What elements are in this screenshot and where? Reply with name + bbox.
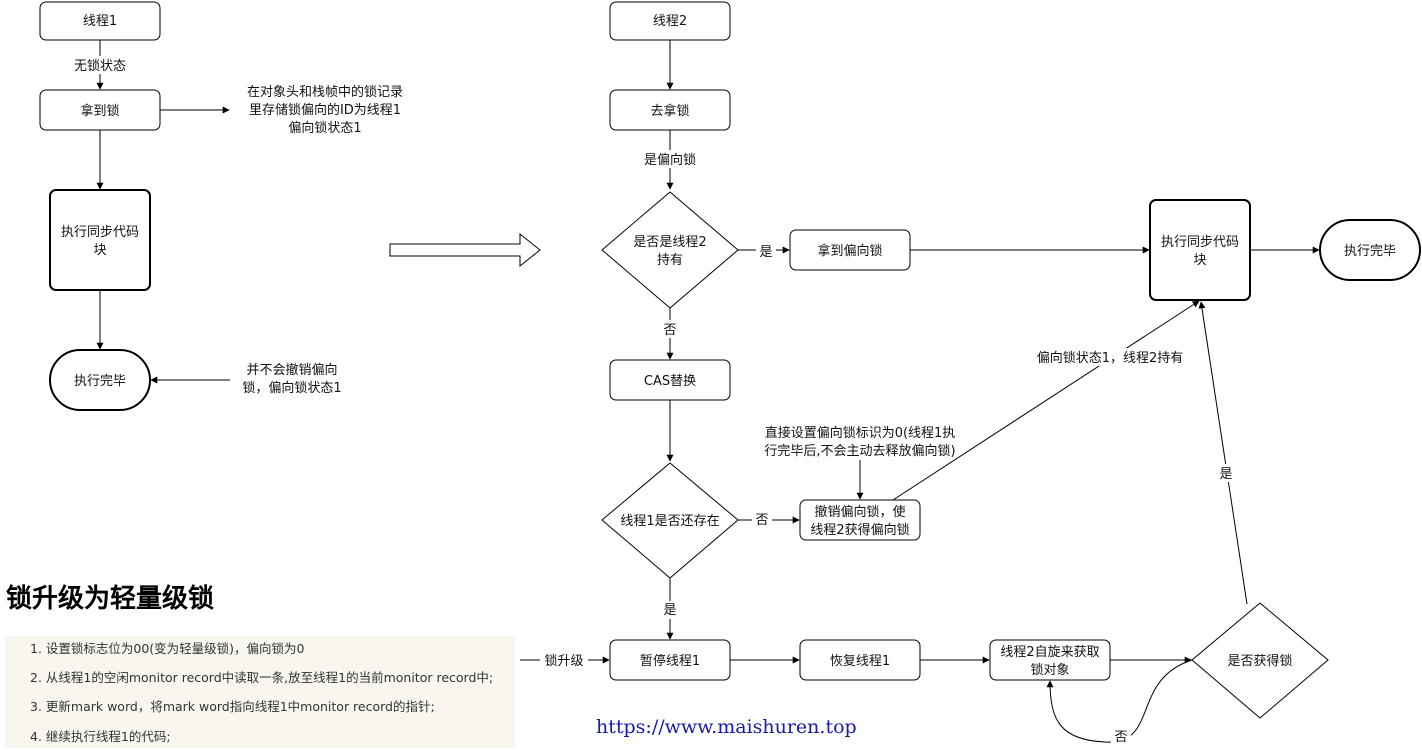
label-no-lock-state: 无锁状态 [74,58,126,74]
note-set-line2: 行完毕后,不会主动去释放偏向锁) [764,443,955,459]
node-thread1-label: 线程1 [83,14,117,29]
node-done-left: 执行完毕 [49,349,151,411]
label-yes-2: 是 [663,603,676,618]
decision-held-by-thread2: 是否是线程2 持有 [601,191,739,309]
node-resume-label: 恢复线程1 [830,654,890,669]
step-item: 1. 设置锁标志位为00(变为轻量级锁)，偏向锁为0 [30,641,305,656]
node-got-biased-lock: 拿到偏向锁 [789,229,911,271]
node-spin-line2: 锁对象 [1030,662,1069,678]
label-lock-upgrade: 锁升级 [544,653,583,669]
edge-revoke-to-exec [892,300,1200,501]
node-thread2-label: 线程2 [653,14,687,29]
note-record-line3: 偏向锁状态1 [288,120,361,136]
node-exec-sync-left-line1: 执行同步代码 [61,225,139,240]
label-no-3: 否 [1114,730,1127,745]
step-item: 2. 从线程1的空闲monitor record中读取一条,放至线程1的当前mo… [30,670,494,685]
decision-thread1-alive: 线程1是否还存在 [601,462,739,579]
node-got-lock-label: 拿到锁 [80,103,119,119]
node-done-right-label: 执行完毕 [1344,244,1396,259]
decision-got-lock: 是否获得锁 [1191,602,1329,719]
note-record-line2: 里存储锁偏向的ID为线程1 [249,102,401,118]
edge-check-no-loop [1046,659,1193,743]
node-cas-replace: CAS替换 [609,359,731,401]
label-yes-3: 是 [1219,467,1232,482]
node-got-lock: 拿到锁 [39,89,161,131]
node-pause-thread1: 暂停线程1 [609,639,731,681]
label-no-2: 否 [755,513,768,528]
node-spin-acquire: 线程2自旋来获取 锁对象 [989,639,1111,681]
decision-alive-label: 线程1是否还存在 [620,514,719,529]
upgrade-heading: 锁升级为轻量级锁 [6,584,215,614]
node-cas-label: CAS替换 [644,374,696,389]
watermark-url: https://www.maishuren.top [596,716,857,738]
node-exec-sync-right-line1: 执行同步代码 [1161,235,1239,250]
node-resume-thread1: 恢复线程1 [799,639,921,681]
upgrade-steps-panel: 1. 设置锁标志位为00(变为轻量级锁)，偏向锁为0 2. 从线程1的空闲mon… [5,636,515,748]
node-revoke-line1: 撤销偏向锁，使 [814,504,905,520]
node-go-get-lock: 去拿锁 [609,89,731,131]
step-item: 4. 继续执行线程1的代码; [30,729,171,744]
label-held-state: 偏向锁状态1，线程2持有 [1037,350,1184,366]
node-exec-sync-left-line2: 块 [93,243,106,258]
note-no-revoke-line1: 并不会撤销偏向 [246,362,337,378]
node-done-left-label: 执行完毕 [74,374,126,389]
node-done-right: 执行完毕 [1319,219,1421,281]
label-is-biased: 是偏向锁 [644,152,696,168]
note-record-line1: 在对象头和栈帧中的锁记录 [247,84,403,100]
note-set-line1: 直接设置偏向锁标识为0(线程1执 [765,425,956,441]
edge-check-yes [1198,301,1248,605]
node-go-get-lock-label: 去拿锁 [650,103,689,119]
label-no-1: 否 [663,323,676,338]
node-exec-sync-right: 执行同步代码 块 [1149,199,1251,301]
step-item: 3. 更新mark word，将mark word指向线程1中monitor r… [30,699,435,714]
node-thread1: 线程1 [39,1,161,41]
label-yes-1: 是 [759,245,772,260]
decision-got-lock-label: 是否获得锁 [1227,653,1292,669]
decision-held-line2: 持有 [657,253,683,268]
node-revoke-biased: 撤销偏向锁，使 线程2获得偏向锁 [799,499,921,541]
node-got-biased-lock-label: 拿到偏向锁 [817,243,882,259]
decision-held-line1: 是否是线程2 [633,235,706,250]
transition-arrow [389,232,541,268]
node-exec-sync-left: 执行同步代码 块 [49,189,151,291]
node-exec-sync-right-line2: 块 [1193,253,1206,268]
node-thread2: 线程2 [609,1,731,41]
node-revoke-line2: 线程2获得偏向锁 [810,522,909,538]
node-pause-label: 暂停线程1 [640,653,700,669]
node-spin-line1: 线程2自旋来获取 [1000,645,1099,660]
note-no-revoke-line2: 锁，偏向锁状态1 [242,380,341,396]
